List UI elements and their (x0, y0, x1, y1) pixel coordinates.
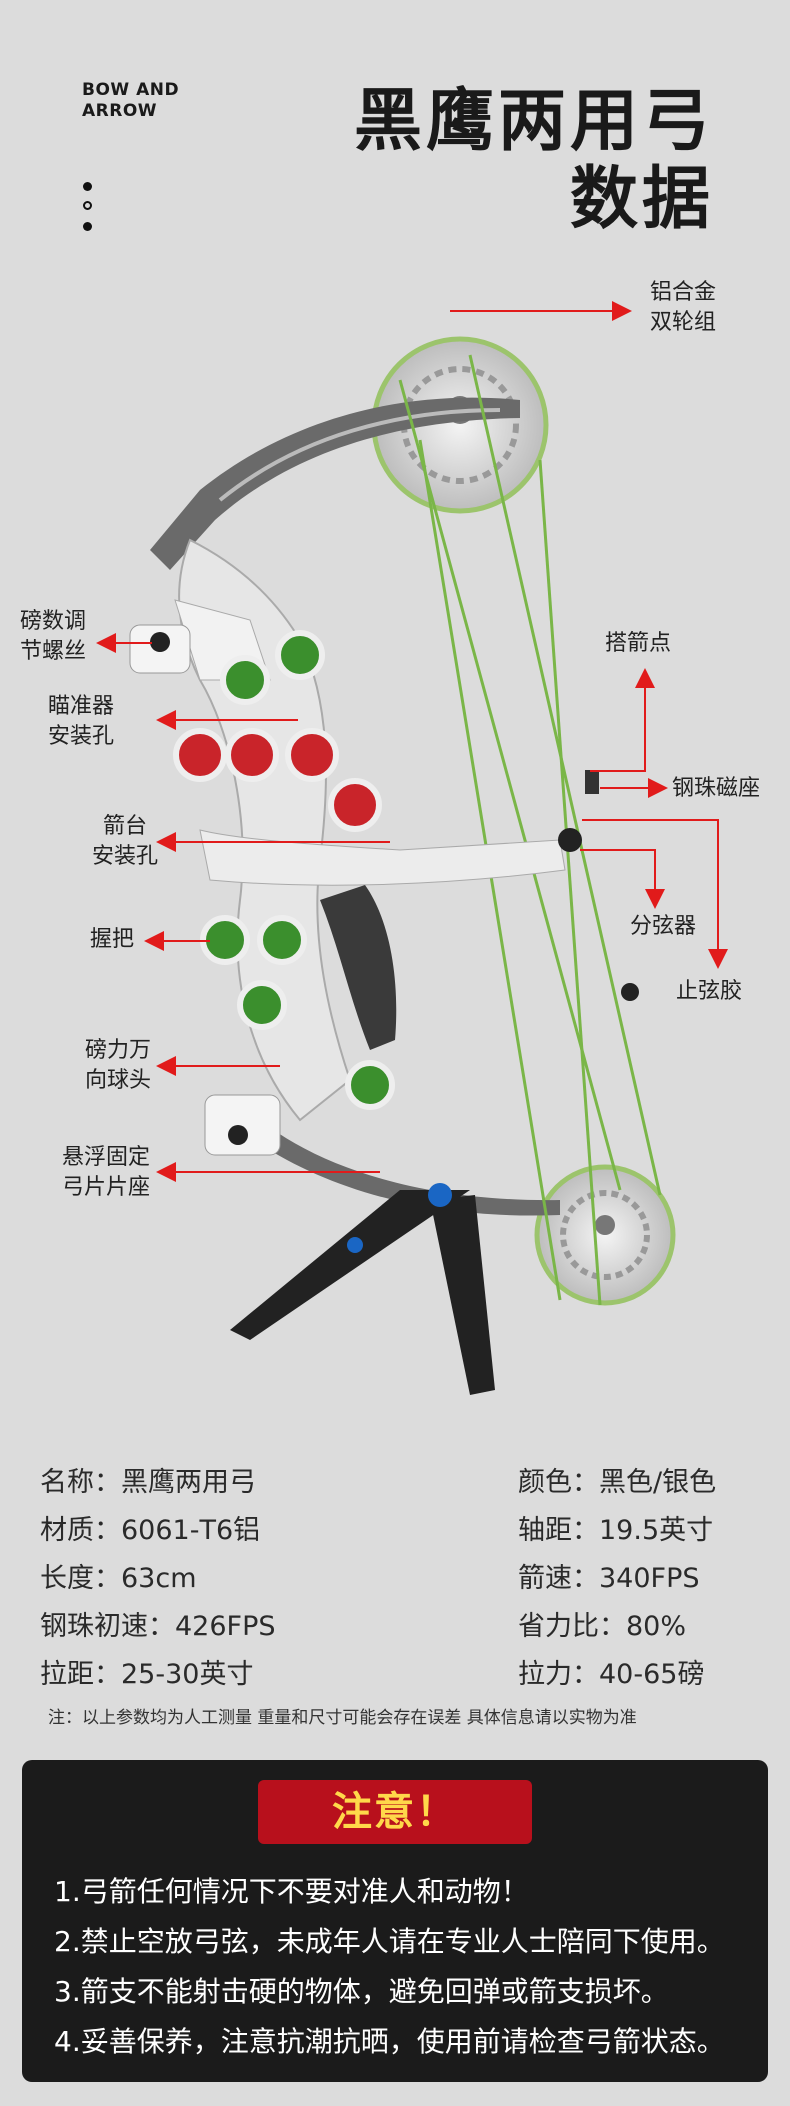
spec-arrow-speed: 箭速：340FPS (518, 1563, 700, 1594)
spec-axle: 轴距：19.5英寸 (518, 1515, 714, 1546)
vibration-dampers (173, 630, 395, 1110)
callout-limb-seat-line-1: 悬浮固定 (62, 1145, 151, 1170)
callout-arrow-rest-line-1: 箭台 (103, 814, 148, 839)
warning-item: 4.妥善保养，注意抗潮抗晒，使用前请检查弓箭状态。 (54, 2025, 725, 2058)
callout-sight-hole-line-1: 瞄准器 (48, 694, 115, 719)
decorative-dots-icon (80, 182, 94, 234)
warning-item: 2.禁止空放弓弦，未成年人请在专业人士陪同下使用。 (54, 1925, 725, 1958)
callout-limb-seat-line-2: 弓片片座 (62, 1175, 151, 1200)
page-title-line-1: 黑鹰两用弓 (353, 82, 714, 161)
spec-name: 名称：黑鹰两用弓 (40, 1467, 256, 1498)
callout-splitter: 分弦器 (630, 912, 696, 942)
bow-diagram: 铝合金 双轮组 磅数调 节螺丝 瞄准器 安装孔 箭台 安装孔 握把 磅力万 向球… (0, 260, 790, 1420)
callout-ball-joint-line-1: 磅力万 (85, 1038, 152, 1063)
warning-title: 注意！ (258, 1780, 532, 1844)
spec-draw-length: 拉距：25-30英寸 (40, 1659, 254, 1690)
compound-bow-illustration (96, 301, 728, 1395)
callout-ball-joint: 磅力万 向球头 (85, 1036, 151, 1096)
callout-string-stop-line-1: 止弦胶 (676, 979, 743, 1004)
callout-grip: 握把 (90, 925, 134, 955)
callout-wheels-line-2: 双轮组 (650, 310, 717, 335)
bottom-cam-wheel (534, 1164, 676, 1306)
spec-let-off: 省力比：80% (518, 1611, 687, 1642)
spec-ball-speed: 钢珠初速：426FPS (40, 1611, 276, 1642)
brand-line-2: ARROW (82, 101, 158, 121)
bow-riser (174, 538, 566, 1122)
callout-magnet-seat-line-1: 钢珠磁座 (672, 776, 761, 801)
warning-panel: 注意！ 1.弓箭任何情况下不要对准人和动物！ 2.禁止空放弓弦，未成年人请在专业… (22, 1760, 768, 2082)
brand-label: BOW AND ARROW (82, 80, 179, 122)
bow-stand (230, 1183, 495, 1395)
callout-string-stop: 止弦胶 (676, 977, 742, 1007)
callout-ball-joint-line-2: 向球头 (85, 1068, 152, 1093)
callout-sight-hole-line-2: 安装孔 (48, 724, 115, 749)
spec-color: 颜色：黑色/银色 (518, 1467, 717, 1498)
callout-wheels-line-1: 铝合金 (650, 280, 717, 305)
page-title-line-2: 数据 (569, 160, 714, 239)
callout-magnet-seat: 钢珠磁座 (672, 774, 760, 804)
warning-item: 1.弓箭任何情况下不要对准人和动物！ (54, 1875, 529, 1908)
callout-weight-screw: 磅数调 节螺丝 (20, 607, 86, 667)
warning-item: 3.箭支不能射击硬的物体，避免回弹或箭支损坏。 (54, 1975, 669, 2008)
callout-weight-screw-line-2: 节螺丝 (20, 639, 87, 664)
callout-arrow-rest: 箭台 安装孔 (92, 812, 158, 872)
callout-limb-seat: 悬浮固定 弓片片座 (62, 1143, 150, 1203)
callout-splitter-line-1: 分弦器 (630, 914, 697, 939)
bow-grip (320, 885, 397, 1050)
callout-nock-point: 搭箭点 (605, 629, 671, 659)
callout-weight-screw-line-1: 磅数调 (20, 609, 87, 634)
callout-wheels: 铝合金 双轮组 (650, 278, 716, 338)
measurement-note: 注：以上参数均为人工测量 重量和尺寸可能会存在误差 具体信息请以实物为准 (48, 1708, 637, 1728)
spec-material: 材质：6061-T6铝 (40, 1515, 261, 1546)
callout-grip-line-1: 握把 (90, 927, 135, 952)
bow-strings (398, 354, 662, 1306)
spec-length: 长度：63cm (40, 1563, 197, 1594)
callout-arrow-rest-line-2: 安装孔 (92, 844, 159, 869)
brand-line-1: BOW AND (82, 80, 180, 100)
callout-sight-hole: 瞄准器 安装孔 (48, 692, 114, 752)
spec-draw-weight: 拉力：40-65磅 (518, 1659, 705, 1690)
callout-arrows (96, 301, 728, 1182)
callout-nock-point-line-1: 搭箭点 (605, 631, 672, 656)
